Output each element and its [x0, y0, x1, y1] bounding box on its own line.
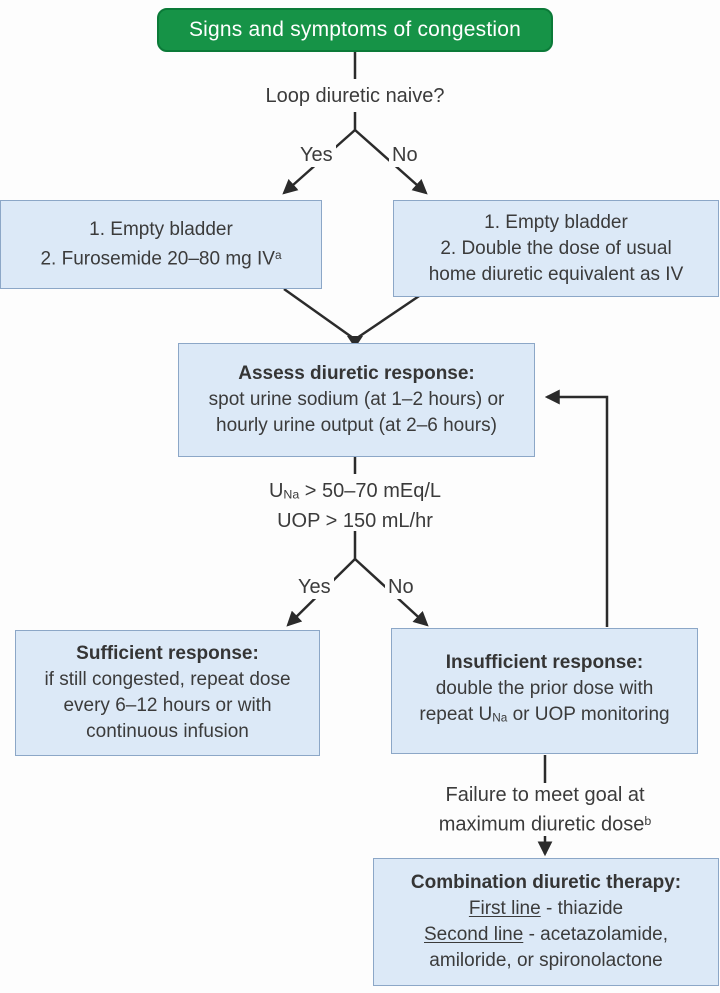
box-naive-no: 1. Empty bladder 2. Double the dose of u…: [393, 200, 719, 297]
arrowhead-assess: [347, 336, 363, 348]
question-loop-diuretic-naive: Loop diuretic naive?: [265, 85, 445, 107]
second-line-underlined: Second line: [424, 924, 524, 945]
failure-line2: maximum diuretic doseb: [438, 813, 652, 836]
start-box-label: Signs and symptoms of congestion: [188, 18, 522, 41]
box-sufficient-line2: if still congested, repeat dose: [44, 669, 291, 690]
box-combination-therapy: Combination diuretic therapy: First line…: [373, 858, 719, 986]
box-combination-line2: First line - thiazide: [468, 898, 624, 919]
connector-feedback-loop: [544, 389, 609, 627]
box-naive-no-line3: home diuretic equivalent as IV: [428, 263, 684, 285]
subscript-na: Na: [283, 487, 300, 502]
failure-label: Failure to meet goal at maximum diuretic…: [395, 782, 695, 838]
footnote-a: a: [274, 248, 282, 262]
branch2-no-label: No: [385, 576, 417, 599]
connector-yesbox-to-assess: [283, 287, 354, 340]
box-assess-line3: hourly urine output (at 2–6 hours): [216, 415, 497, 436]
branch1-no-label: No: [389, 144, 421, 167]
box-naive-no-line1: 1. Empty bladder: [484, 211, 628, 233]
first-line-underlined: First line: [468, 898, 541, 919]
criteria-label: UNa > 50–70 mEq/L UOP > 150 mL/hr: [205, 478, 505, 534]
footnote-b: b: [644, 814, 652, 828]
branch2-yes-label: Yes: [295, 576, 334, 599]
box-sufficient-line4: continuous infusion: [86, 721, 249, 742]
box-insufficient-title: Insufficient response:: [445, 652, 644, 674]
connector-nobox-to-assess: [356, 288, 429, 340]
box-assess-line2: spot urine sodium (at 1–2 hours) or: [208, 389, 505, 410]
box-insufficient-line3: repeat UNa or UOP monitoring: [419, 704, 670, 726]
box-naive-yes-line2: 2. Furosemide 20–80 mg IVa: [40, 248, 282, 270]
box-combination-line3: Second line - acetazolamide,: [424, 924, 668, 945]
branch1-yes-label: Yes: [297, 144, 336, 167]
box-assess-response: Assess diuretic response: spot urine sod…: [178, 343, 535, 457]
box-sufficient-title: Sufficient response:: [76, 643, 259, 664]
box-combination-title: Combination diuretic therapy:: [410, 872, 682, 893]
box-assess-title: Assess diuretic response:: [238, 363, 475, 384]
failure-line1: Failure to meet goal at: [445, 784, 645, 806]
subscript-na: Na: [492, 711, 508, 725]
box-naive-yes: 1. Empty bladder 2. Furosemide 20–80 mg …: [0, 200, 322, 289]
box-insufficient-line2: double the prior dose with: [435, 678, 654, 700]
start-box: Signs and symptoms of congestion: [157, 8, 553, 52]
box-combination-line4: amiloride, or spironolactone: [429, 950, 663, 971]
box-naive-yes-line1: 1. Empty bladder: [89, 218, 233, 240]
box-sufficient-line3: every 6–12 hours or with: [63, 695, 272, 716]
box-sufficient-response: Sufficient response: if still congested,…: [15, 630, 320, 756]
criteria-line2: UOP > 150 mL/hr: [277, 509, 433, 532]
criteria-line1: UNa > 50–70 mEq/L: [268, 480, 442, 502]
box-insufficient-response: Insufficient response: double the prior …: [391, 628, 698, 754]
box-naive-no-line2: 2. Double the dose of usual: [440, 237, 672, 259]
